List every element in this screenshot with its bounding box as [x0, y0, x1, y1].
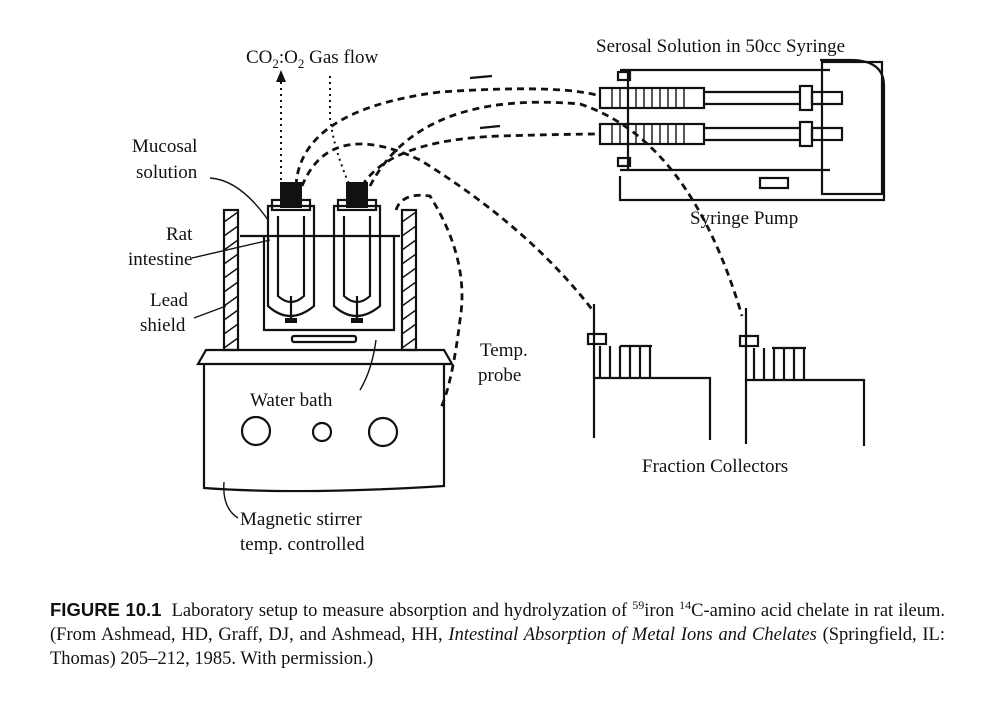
stirrer-knob-right — [367, 416, 399, 448]
fraction-collector-2 — [738, 308, 866, 446]
tubing-to-collector-1 — [300, 142, 596, 313]
syringe-bottom — [598, 120, 844, 148]
caption-sup-14: 14 — [679, 597, 692, 612]
lead-shield-right — [400, 208, 418, 352]
tubing-to-top-syringe — [294, 87, 601, 187]
water-bath-leader — [359, 339, 377, 391]
temp-probe-label-line2: probe — [478, 365, 521, 386]
caption-book-title: Intestinal Absorption of Metal Ions and … — [448, 625, 817, 645]
syringe-pump-label: Syringe Pump — [690, 208, 798, 229]
chamber-right — [332, 182, 382, 323]
lead-label-line1: Lead — [150, 290, 188, 311]
caption-text-a: Laboratory setup to measure absorption a… — [171, 601, 633, 621]
gas-arrow-left — [276, 70, 286, 82]
lead-shield-left — [222, 208, 240, 352]
lab-setup-diagram: CO2:O2 Gas flow Serosal Solution in 50cc… — [128, 36, 886, 555]
fraction-collectors-label: Fraction Collectors — [642, 456, 788, 477]
mucosal-label-line1: Mucosal — [132, 136, 197, 157]
caption-text-b: iron — [644, 601, 680, 621]
tubing-to-collector-2 — [368, 100, 744, 317]
tubing-to-bottom-syringe — [360, 132, 601, 187]
water-bath-label: Water bath — [250, 390, 333, 411]
fraction-collector-1 — [586, 304, 712, 440]
lead-label-line2: shield — [140, 315, 186, 336]
figure-caption: FIGURE 10.1 Laboratory setup to measure … — [50, 598, 945, 671]
temp-probe-label-line1: Temp. — [480, 340, 528, 361]
rat-label-line2: intestine — [128, 249, 192, 270]
syringe-top — [598, 84, 844, 112]
stirrer-leader — [223, 481, 239, 519]
magnetic-stirrer — [196, 348, 454, 493]
tube-marker-1 — [469, 74, 493, 80]
water-bath-vessel — [240, 234, 400, 344]
mucosal-label-line2: solution — [136, 162, 198, 183]
stirrer-knob-middle — [311, 421, 333, 443]
gas-line-right — [329, 76, 351, 187]
serosal-solution-label: Serosal Solution in 50cc Syringe — [596, 36, 845, 57]
rat-label-line1: Rat — [166, 224, 193, 245]
figure-label: FIGURE 10.1 — [50, 599, 162, 620]
stirrer-label-line1: Magnetic stirrer — [240, 509, 363, 530]
stirrer-knob-left — [240, 415, 272, 447]
mucosal-leader — [209, 177, 269, 221]
caption-text-c: C-amino acid chelate in rat ileum. (From… — [50, 601, 946, 645]
gas-flow-label: CO2:O2 Gas flow — [246, 47, 379, 71]
rat-intestine-leader — [191, 239, 271, 259]
lead-shield-leader — [193, 305, 227, 319]
stirrer-label-line2: temp. controlled — [240, 534, 365, 555]
tube-marker-2 — [479, 124, 501, 130]
syringe-pump — [616, 58, 886, 202]
caption-sup-59: 59 — [632, 597, 645, 612]
caption-text-d: (Springfield, IL: Thomas) 205–212, 1985.… — [50, 625, 945, 669]
chamber-left — [266, 182, 316, 323]
